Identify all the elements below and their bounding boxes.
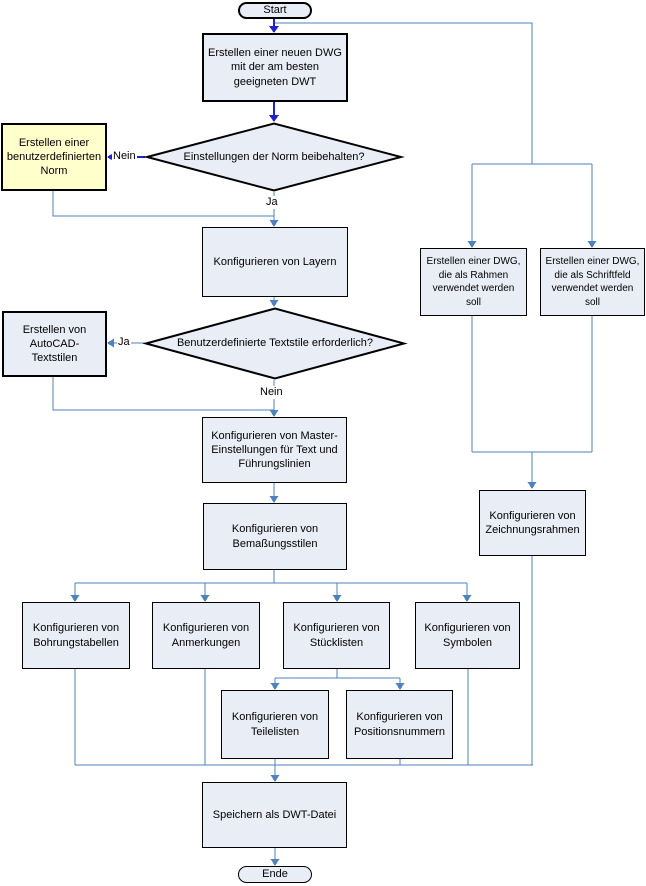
node-label: Konfigurieren von Bohrungstabellen: [32, 622, 120, 649]
node-balloons: Konfigurieren von Positionsnummern: [346, 690, 453, 759]
node-dimension-styles: Konfigurieren von Bemaßungsstilen: [203, 503, 347, 570]
decision-norm-label: Einstellungen der Norm beibehalten?: [183, 150, 365, 163]
end-node: Ende: [238, 866, 312, 883]
edge-label-ja-1: Ja: [265, 196, 279, 209]
arrowhead: [269, 300, 279, 307]
arrowhead: [467, 241, 477, 248]
node-label: Konfigurieren von Positionsnummern: [353, 711, 446, 738]
arrowhead: [270, 859, 280, 866]
node-label: Konfigurieren von Symbolen: [424, 622, 511, 649]
decision-norm: Einstellungen der Norm beibehalten?: [143, 122, 405, 192]
node-label: Konfigurieren von Bemaßungsstilen: [231, 523, 319, 550]
arrowhead: [269, 496, 279, 503]
node-label: Speichern als DWT-Datei: [212, 808, 337, 821]
node-item-lists: Konfigurieren von Teilelisten: [221, 690, 329, 759]
diamond-outline: [143, 122, 405, 192]
decision-textstyles-label: Benutzerdefinierte Textstile erforderlic…: [176, 337, 374, 350]
diamond-outline: [142, 307, 408, 380]
node-label: Konfigurieren von Stücklisten: [293, 622, 380, 649]
node-label: Konfigurieren von Teilelisten: [231, 711, 319, 738]
node-dwg-titleblock: Erstellen einer DWG, die als Schriftfeld…: [540, 248, 645, 316]
arrowhead: [269, 26, 279, 33]
arrowhead: [527, 482, 537, 489]
connector: [52, 191, 274, 217]
node-hole-tables: Konfigurieren von Bohrungstabellen: [22, 602, 130, 669]
decision-textstyles: Benutzerdefinierte Textstile erforderlic…: [142, 307, 408, 380]
arrowhead: [269, 410, 279, 417]
node-label: Erstellen einer neuen DWG mit der am bes…: [208, 47, 342, 88]
arrowhead: [70, 595, 80, 602]
node-dwg-frame: Erstellen einer DWG, die als Rahmen verw…: [420, 248, 527, 316]
node-master-settings: Konfigurieren von Master-Einstellungen f…: [202, 417, 347, 483]
arrowhead: [332, 595, 342, 602]
node-save-dwt: Speichern als DWT-Datei: [202, 782, 347, 848]
node-label: Konfigurieren von Layern: [213, 255, 337, 268]
arrowhead: [200, 595, 210, 602]
node-label: Erstellen einer benutzerdefinierten Norm: [6, 136, 102, 178]
arrowhead: [462, 595, 472, 602]
node-drawing-frame: Konfigurieren von Zeichnungsrahmen: [479, 490, 586, 556]
node-create-dwg: Erstellen einer neuen DWG mit der am bes…: [202, 33, 348, 102]
node-symbols: Konfigurieren von Symbolen: [415, 602, 520, 669]
arrowhead: [269, 115, 279, 122]
node-label: Erstellen einer DWG, die als Rahmen verw…: [426, 256, 521, 308]
start-node: Start: [238, 2, 312, 19]
edge-label-nein-2: Nein: [259, 386, 284, 399]
arrowhead: [395, 683, 405, 690]
arrowhead: [587, 241, 597, 248]
node-label: Konfigurieren von Anmerkungen: [162, 622, 250, 649]
node-label: Erstellen von AutoCAD-Textstilen: [22, 323, 87, 365]
start-label: Start: [263, 4, 287, 17]
node-label: Erstellen einer DWG, die als Schriftfeld…: [545, 256, 640, 308]
arrowhead: [270, 683, 280, 690]
arrowhead: [107, 338, 114, 348]
node-autocad-textstyles: Erstellen von AutoCAD-Textstilen: [2, 311, 107, 377]
node-label: Konfigurieren von Zeichnungsrahmen: [485, 509, 580, 536]
edge-label-nein-1: Nein: [112, 150, 137, 163]
diamond-shape: [143, 122, 405, 192]
arrowhead: [270, 775, 280, 782]
connector: [52, 377, 274, 411]
end-label: Ende: [262, 868, 288, 881]
node-annotations: Konfigurieren von Anmerkungen: [152, 602, 260, 669]
arrowhead: [269, 220, 279, 227]
node-layers: Konfigurieren von Layern: [202, 227, 348, 297]
node-custom-norm: Erstellen einer benutzerdefinierten Norm: [1, 123, 107, 191]
node-label: Konfigurieren von Master-Einstellungen f…: [211, 429, 338, 471]
connector: [274, 22, 533, 164]
node-parts-lists: Konfigurieren von Stücklisten: [283, 602, 390, 669]
edge-label-ja-2: Ja: [117, 336, 131, 349]
diamond-shape: [142, 307, 408, 380]
